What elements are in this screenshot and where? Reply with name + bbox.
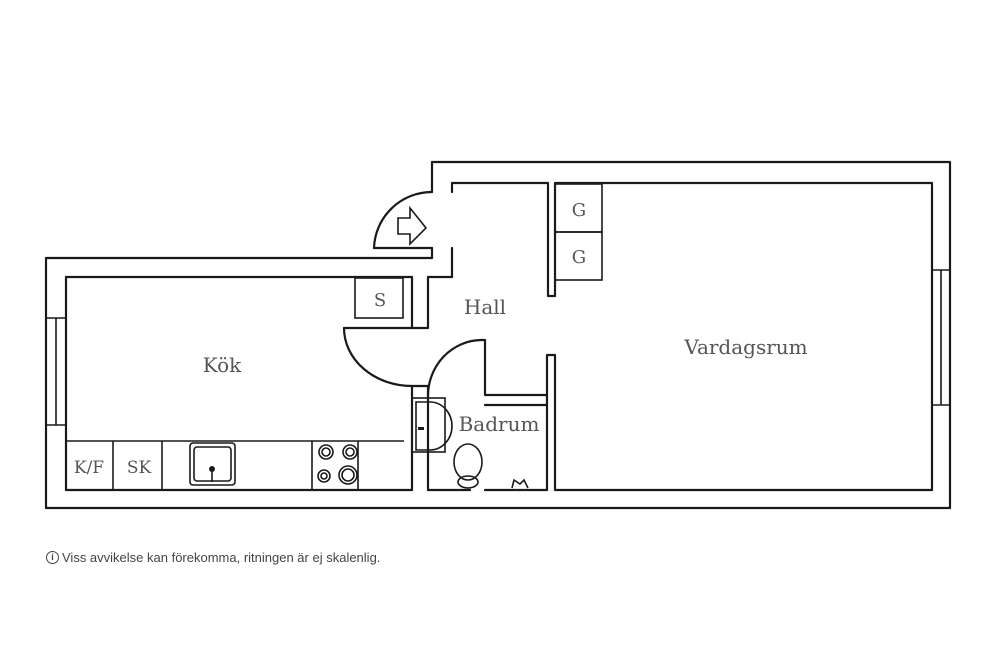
- fridge-freezer-label: K/F: [74, 458, 104, 478]
- info-icon: i: [46, 551, 59, 564]
- wardrobe-label: G: [572, 200, 586, 221]
- stove-icon: [317, 444, 358, 485]
- disclaimer: i Viss avvikelse kan förekomma, ritninge…: [46, 550, 380, 565]
- kitchen-counter: [66, 440, 404, 490]
- drain-icon: [511, 478, 529, 489]
- room-label-kitchen: Kök: [203, 353, 242, 377]
- storage-box: [354, 277, 404, 319]
- entrance-arrow-icon: [397, 205, 428, 246]
- room-label-living-room: Vardagsrum: [683, 335, 807, 359]
- bathroom-door: [426, 338, 483, 398]
- cabinet-label: SK: [127, 458, 152, 478]
- washbasin-icon: [411, 397, 453, 453]
- doors: [342, 190, 483, 398]
- kitchen-door: [342, 326, 414, 388]
- sink-icon: [189, 442, 236, 486]
- room-label-hall: Hall: [464, 295, 506, 319]
- disclaimer-text: Viss avvikelse kan förekomma, ritningen …: [62, 550, 381, 565]
- storage-label: S: [374, 290, 386, 311]
- walls: [44, 160, 952, 510]
- fixtures: [66, 183, 603, 490]
- wardrobe-box: [554, 231, 603, 281]
- windows: [46, 269, 950, 426]
- labels: Kök Hall Vardagsrum Badrum S G G K/F SK: [74, 200, 808, 478]
- room-label-bathroom: Badrum: [459, 412, 540, 436]
- toilet-icon: [453, 443, 483, 489]
- entrance-door: [372, 190, 434, 250]
- wardrobe-label: G: [572, 247, 586, 268]
